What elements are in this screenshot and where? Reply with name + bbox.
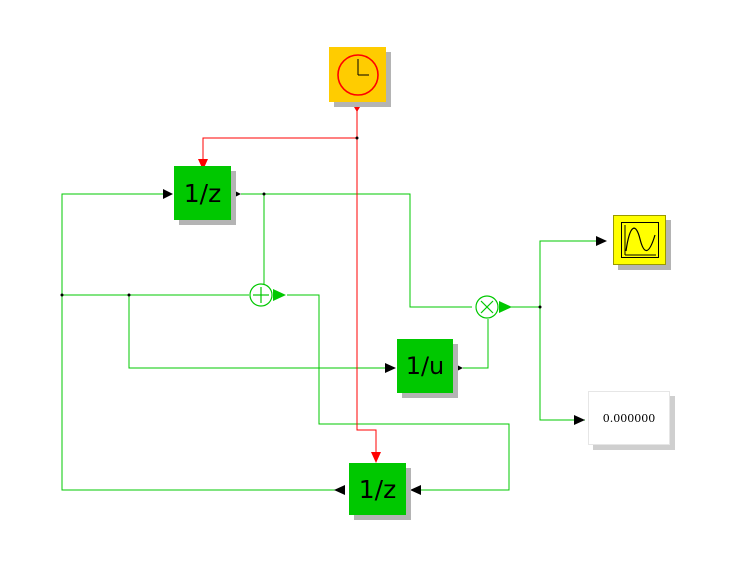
inverse-label: 1/u — [405, 352, 445, 380]
split-point — [60, 293, 64, 297]
link-sum-to-delay-bottom[interactable] — [287, 294, 510, 491]
link-to-inverse[interactable] — [128, 295, 394, 369]
sum-block[interactable] — [249, 283, 286, 307]
activation-link-to-delay-top[interactable] — [202, 137, 357, 161]
delay-block-top[interactable]: 1/z — [174, 166, 231, 220]
clock-block[interactable] — [329, 47, 386, 102]
activation-output-clock — [351, 102, 363, 112]
product-block[interactable] — [475, 295, 512, 319]
clock-icon — [336, 53, 379, 96]
input-port-delay-bottom-left — [334, 485, 345, 495]
input-port-scope — [596, 236, 607, 246]
split-point — [262, 192, 266, 196]
inverse-block[interactable]: 1/u — [397, 339, 453, 393]
display-value: 0.000000 — [602, 411, 656, 425]
output-port-delay-top — [231, 189, 241, 199]
scope-block[interactable] — [613, 215, 666, 265]
scope-icon — [620, 222, 659, 258]
link-delay-bottom-feedback[interactable] — [61, 193, 345, 491]
input-port-inverse — [385, 363, 396, 373]
delay-block-bottom[interactable]: 1/z — [349, 463, 406, 515]
activation-input-delay-top — [198, 159, 208, 170]
split-point — [355, 136, 359, 140]
input-port-display — [574, 415, 585, 425]
input-port-delay-bottom-right — [410, 485, 421, 495]
link-to-display[interactable] — [539, 307, 585, 421]
link-inverse-to-product[interactable] — [463, 319, 489, 369]
input-port-delay-top — [163, 189, 173, 199]
split-point — [127, 293, 131, 297]
delay-bottom-label: 1/z — [358, 474, 397, 504]
output-port-inverse — [453, 363, 463, 373]
display-block[interactable]: 0.000000 — [588, 391, 670, 445]
activation-link-to-delay-bottom[interactable] — [356, 103, 377, 460]
delay-top-label: 1/z — [183, 178, 222, 208]
split-point — [538, 305, 542, 309]
activation-input-delay-bottom — [371, 452, 381, 463]
link-delay-top-to-product[interactable] — [241, 193, 472, 308]
link-to-scope[interactable] — [539, 240, 604, 307]
